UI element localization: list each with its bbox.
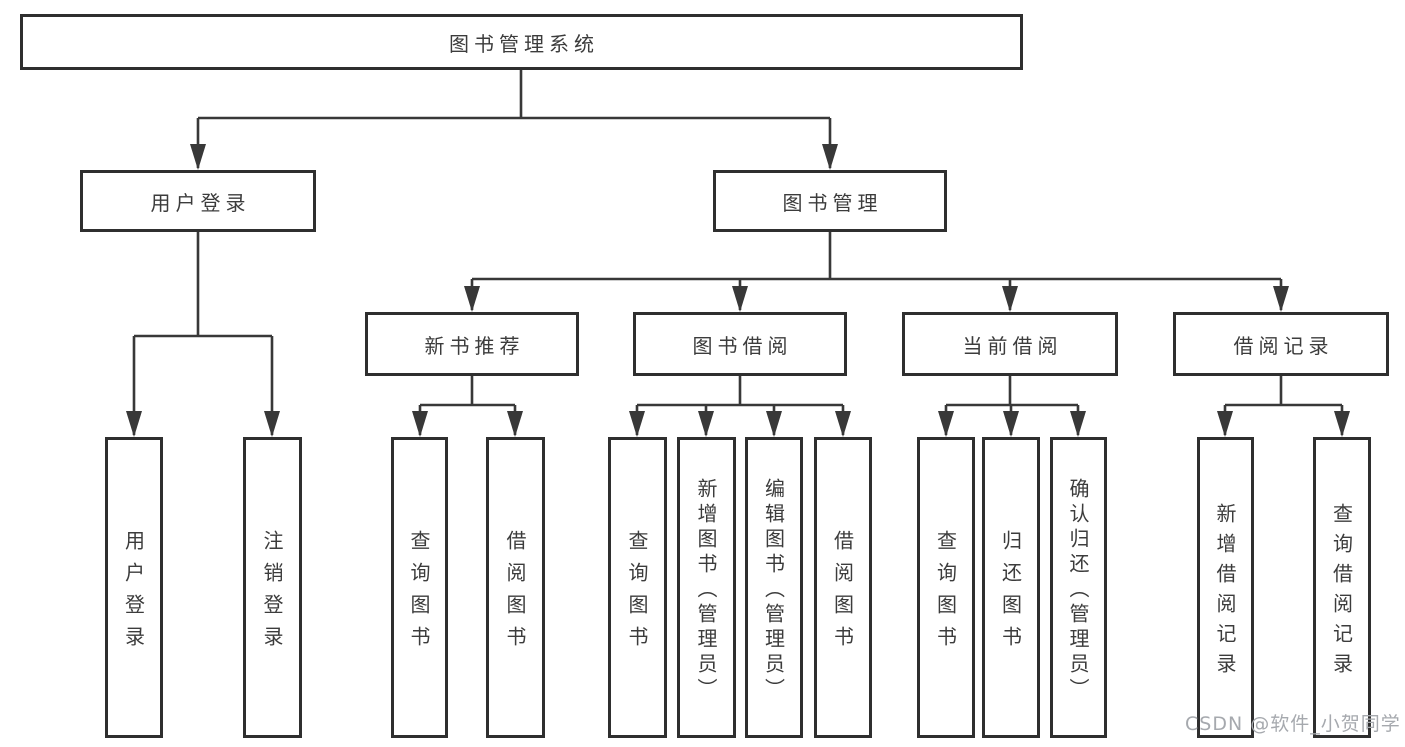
node-label: 图书管理: [782, 190, 883, 215]
leaf-recommend-borrow-books: 借阅图书: [486, 437, 545, 738]
leaf-borrowing-query-books: 查询图书: [608, 437, 667, 738]
node-label: 借阅图书: [503, 529, 527, 658]
node-book-borrowing: 图书借阅: [633, 312, 847, 376]
leaf-current-confirm-return-admin: 确认归还（管理员）: [1050, 437, 1107, 738]
leaf-user-login: 用户登录: [105, 437, 163, 738]
leaf-borrowing-add-books-admin: 新增图书（管理员）: [677, 437, 736, 738]
node-label: 新书推荐: [424, 333, 525, 358]
node-label: 新增图书（管理员）: [694, 477, 718, 703]
arrowheads: [126, 144, 1350, 437]
node-label: 当前借阅: [962, 333, 1063, 358]
node-label: 新增借阅记录: [1213, 502, 1237, 683]
node-label: 归还图书: [998, 529, 1023, 658]
node-label: 用户登录: [121, 529, 146, 658]
leaf-records-query-borrow-record: 查询借阅记录: [1313, 437, 1371, 738]
node-label: 查询借阅记录: [1329, 502, 1354, 683]
node-label: 图书借阅: [692, 333, 793, 358]
leaf-records-add-borrow-record: 新增借阅记录: [1197, 437, 1254, 738]
node-user-login: 用户登录: [80, 170, 316, 232]
leaf-borrowing-edit-books-admin: 编辑图书（管理员）: [745, 437, 803, 738]
node-label: 查询图书: [625, 529, 649, 658]
node-label: 注销登录: [260, 529, 284, 658]
node-root-library-system: 图书管理系统: [20, 14, 1023, 70]
leaf-logout: 注销登录: [243, 437, 302, 738]
node-new-book-recommend: 新书推荐: [365, 312, 579, 376]
node-label: 用户登录: [150, 190, 251, 215]
node-book-management: 图书管理: [713, 170, 947, 232]
node-label: 借阅记录: [1233, 333, 1334, 358]
leaf-current-query-books: 查询图书: [917, 437, 975, 738]
node-label: 确认归还（管理员）: [1066, 477, 1090, 703]
node-label: 借阅图书: [830, 529, 855, 658]
node-borrowing-records: 借阅记录: [1173, 312, 1389, 376]
node-label: 查询图书: [407, 529, 431, 658]
leaf-recommend-query-books: 查询图书: [391, 437, 448, 738]
leaf-borrowing-borrow-books: 借阅图书: [814, 437, 872, 738]
node-label: 图书管理系统: [449, 31, 599, 56]
leaf-current-return-books: 归还图书: [982, 437, 1040, 738]
node-label: 查询图书: [933, 529, 958, 658]
watermark: CSDN @软件_小贺同学: [1185, 713, 1401, 735]
node-current-borrowing: 当前借阅: [902, 312, 1118, 376]
node-label: 编辑图书（管理员）: [761, 477, 786, 703]
